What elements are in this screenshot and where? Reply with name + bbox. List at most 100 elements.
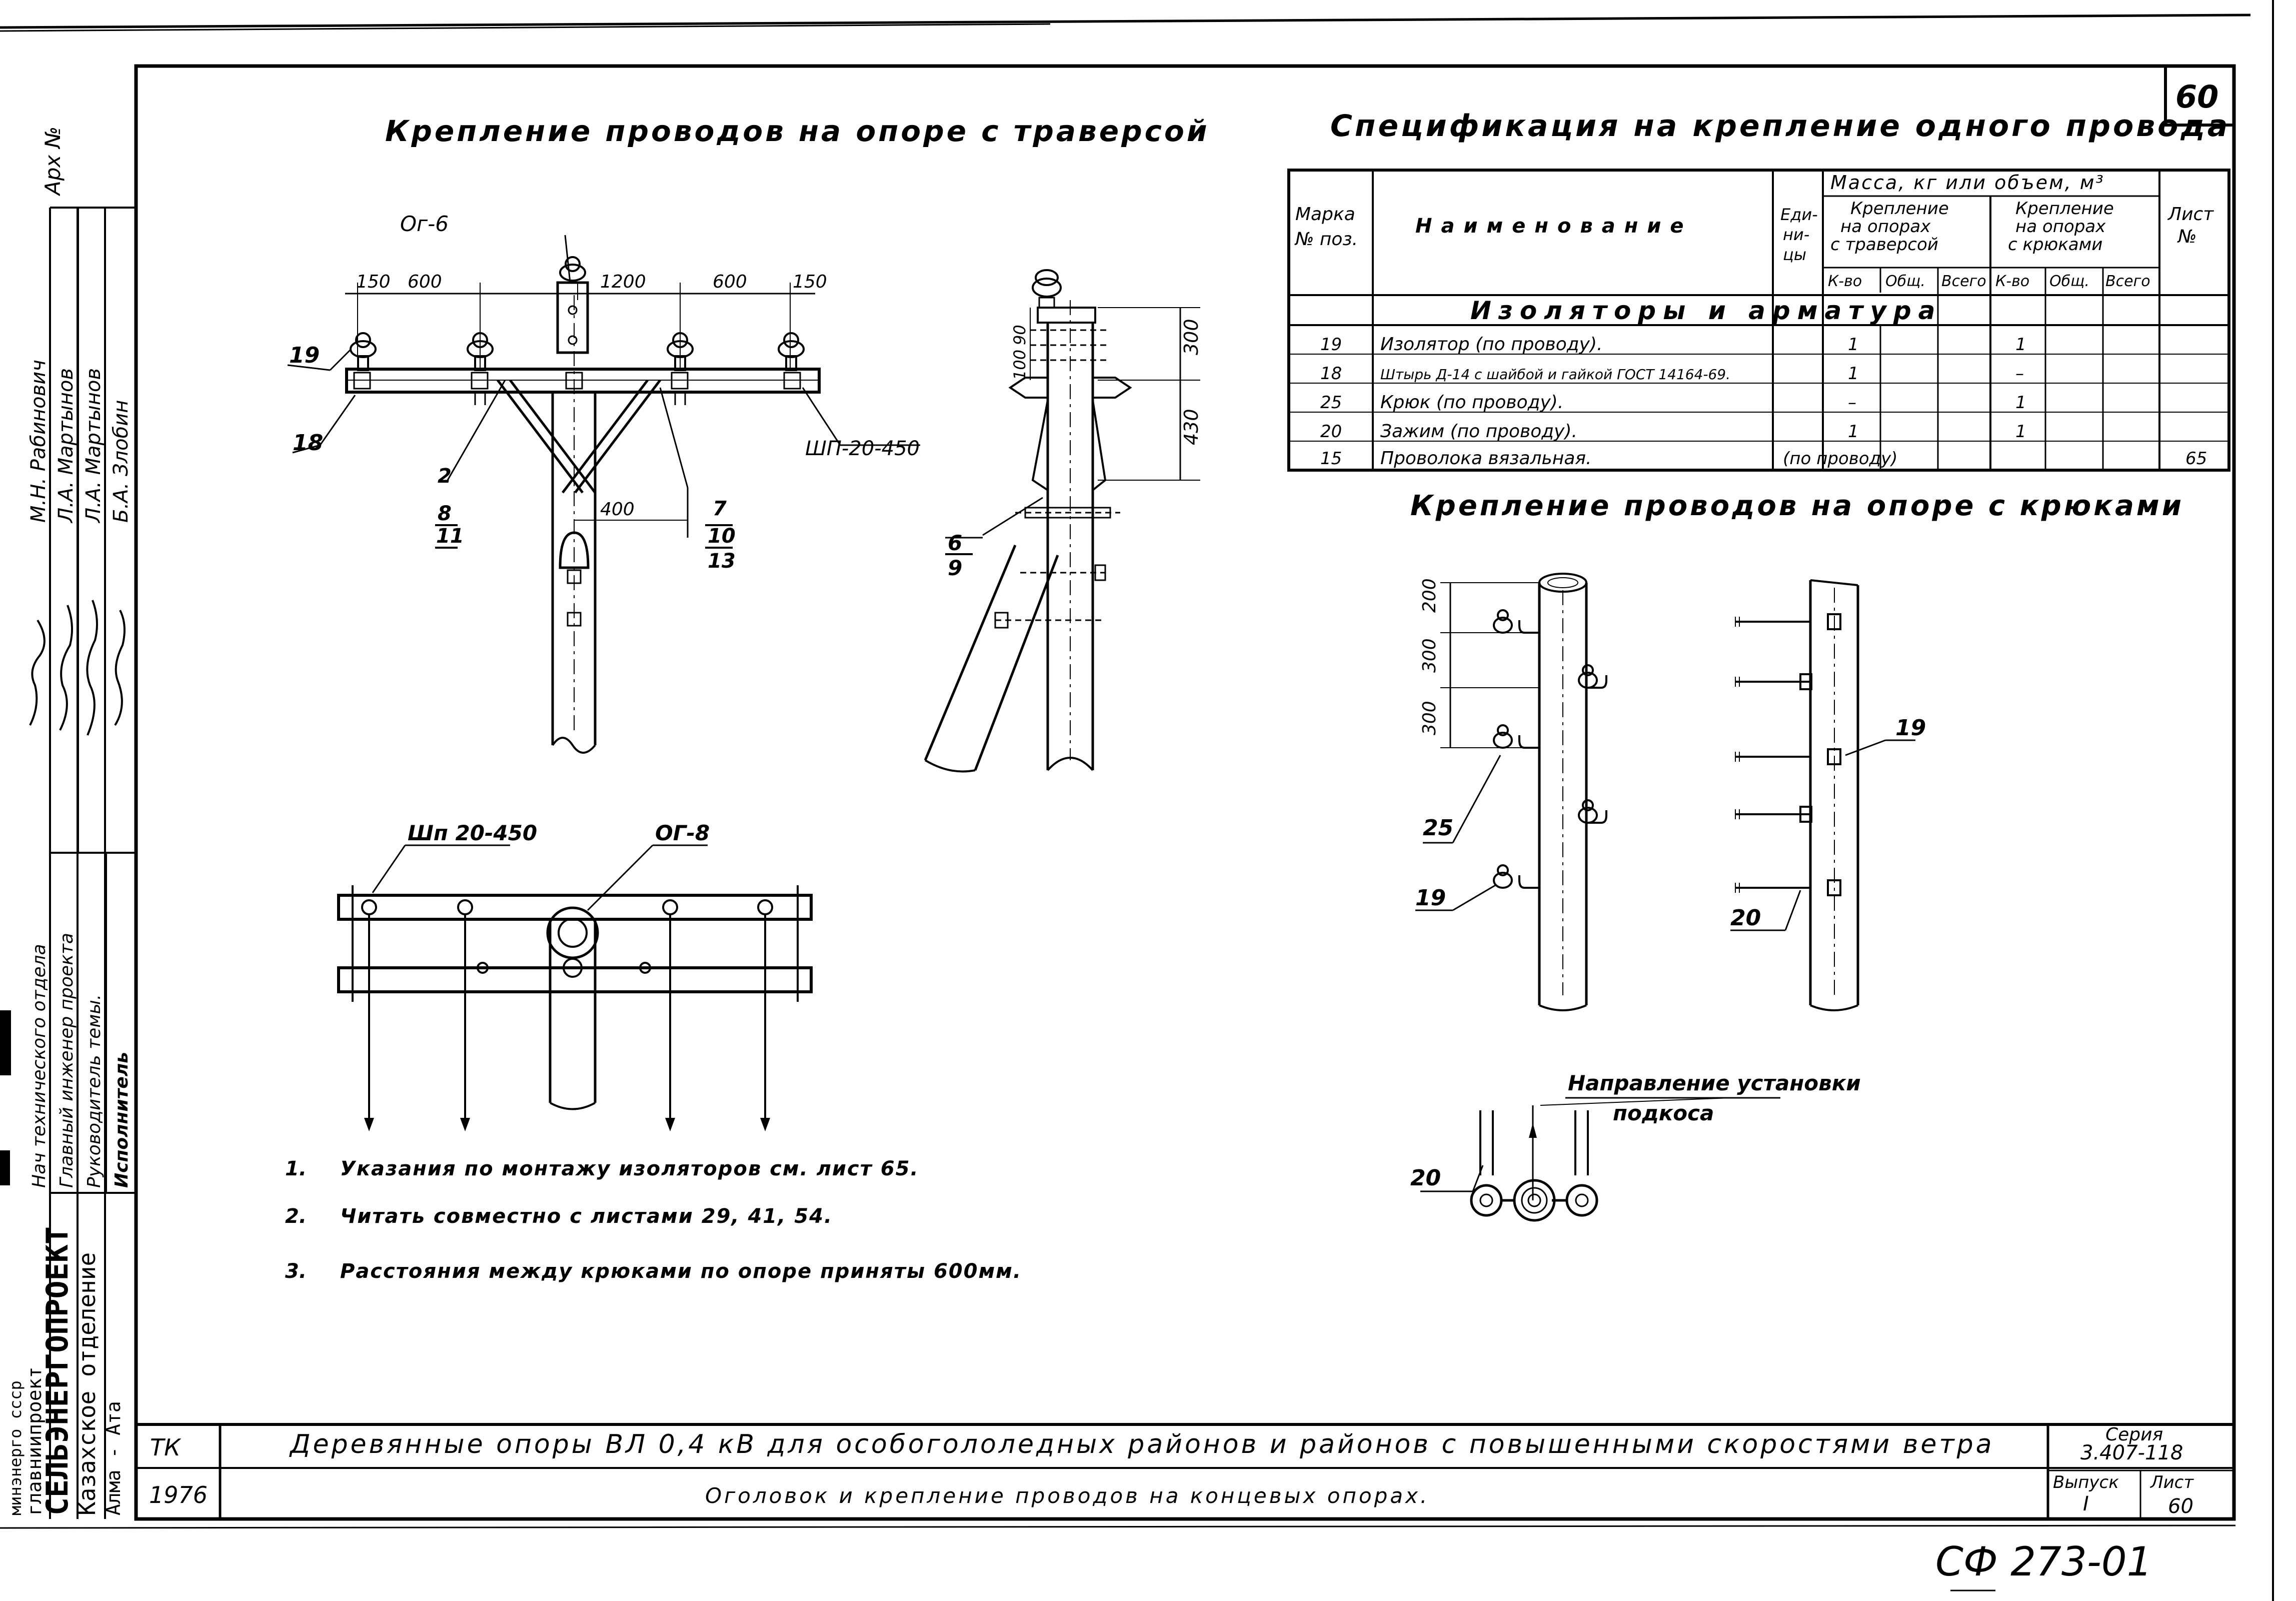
dim-100: 100 bbox=[1010, 350, 1029, 380]
spec-row-trav: 1 bbox=[1848, 335, 1859, 355]
tb-sheet-value: 60 bbox=[2168, 1495, 2193, 1518]
spec-section: Изоляторы и арматура bbox=[1470, 296, 1942, 325]
hooks-callout-19-left: 19 bbox=[1415, 885, 1446, 911]
traverse-plan-view bbox=[337, 844, 813, 1131]
plan-callout-shp: Шп 20-450 bbox=[408, 821, 537, 845]
stamp-role-4: Исполнитель bbox=[112, 1052, 132, 1188]
spec-row-hook: 1 bbox=[2015, 393, 2026, 413]
spec-sub-kvo-1: К-во bbox=[1828, 273, 1862, 290]
org-line-3: СЕЛЬЭНЕРГОПРОЕКТ bbox=[40, 1226, 75, 1515]
stamp-role-1: Нач технического отдела bbox=[29, 944, 50, 1188]
note-num-1: 1. bbox=[285, 1157, 307, 1180]
tb-issue-label: Выпуск bbox=[2053, 1472, 2119, 1492]
sheet-number: 60 bbox=[2175, 79, 2218, 115]
spec-sub-vsego-1: Всего bbox=[1941, 273, 1986, 290]
stamp-name-3: Л.А. Мартынов bbox=[82, 368, 105, 524]
hooks-dim-300b: 300 bbox=[1419, 701, 1440, 735]
spec-sub-obsch-2: Общ. bbox=[2049, 273, 2089, 290]
spec-row-18: 18 Штырь Д-14 с шайбой и гайкой ГОСТ 141… bbox=[1320, 364, 2024, 384]
spec-col-sheet-1: Лист bbox=[2167, 204, 2214, 225]
signatures bbox=[29, 600, 126, 736]
dim-400: 400 bbox=[600, 499, 635, 520]
dim-430: 430 bbox=[1180, 409, 1202, 445]
spec-sub-obsch-1: Общ. bbox=[1885, 273, 1925, 290]
spec-col-mark-1: Марка bbox=[1295, 204, 1355, 225]
spec-row-hook: – bbox=[2015, 364, 2024, 384]
plan-callout-og: ОГ-8 bbox=[655, 821, 710, 845]
edge-mark-2 bbox=[0, 1150, 10, 1185]
hooks-view bbox=[1415, 573, 1915, 1011]
spec-col-mark-2: № поз. bbox=[1294, 229, 1358, 250]
stamp-role-2: Главный инженер проекта bbox=[57, 933, 77, 1188]
hooks-callout-19-right: 19 bbox=[1895, 715, 1926, 741]
title-spec: Спецификация на крепление одного провода bbox=[1330, 109, 2230, 144]
spec-row-mark: 18 bbox=[1320, 364, 1342, 384]
spec-sub-vsego-2: Всего bbox=[2105, 273, 2150, 290]
og-label: Ог-6 bbox=[400, 212, 449, 236]
spec-row-mark: 25 bbox=[1320, 393, 1342, 413]
title-traverse: Крепление проводов на опоре с траверсой bbox=[385, 114, 1209, 148]
stamp-name-2: Л.А. Мартынов bbox=[55, 368, 78, 524]
tb-main-title: Деревянные опоры ВЛ 0,4 кВ для особоголо… bbox=[289, 1429, 1994, 1459]
spec-row-15: 15 Проволока вязальная. (по проводу) 65 bbox=[1320, 448, 2207, 469]
spec-row-name: Крюк (по проводу). bbox=[1380, 392, 1563, 413]
hooks-callout-25: 25 bbox=[1423, 815, 1453, 841]
callout-6: 6 bbox=[948, 531, 962, 555]
side-stamp bbox=[49, 207, 136, 1519]
spec-col-sheet-2: № bbox=[2177, 227, 2196, 247]
callout-9: 9 bbox=[948, 556, 962, 580]
callout-7: 7 bbox=[713, 497, 727, 520]
note-num-3: 3. bbox=[285, 1260, 307, 1283]
edge-mark bbox=[0, 1010, 11, 1075]
traverse-front-view bbox=[287, 235, 920, 754]
note-text-1: Указания по монтажу изоляторов см. лист … bbox=[340, 1157, 919, 1180]
callout-13: 13 bbox=[708, 550, 736, 573]
spec-table-grid bbox=[1287, 169, 2230, 472]
spec-col-hook-2: на опорах bbox=[2015, 217, 2106, 237]
spec-row-trav: 1 bbox=[1848, 422, 1859, 442]
direction-label-2: подкоса bbox=[1613, 1101, 1714, 1125]
spec-col-mass: Масса, кг или объем, м³ bbox=[1830, 172, 2105, 194]
spec-row-name: Штырь Д-14 с шайбой и гайкой ГОСТ 14164-… bbox=[1380, 366, 1730, 383]
note-text-2: Читать совместно с листами 29, 41, 54. bbox=[340, 1205, 833, 1228]
callout-18: 18 bbox=[293, 430, 323, 456]
spec-row-20: 20 Зажим (по проводу). 1 1 bbox=[1320, 421, 2026, 442]
tb-series-label: Серия bbox=[2105, 1424, 2163, 1445]
stamp-name-4: Б.А. Злобин bbox=[110, 400, 133, 523]
org-line-4: Казахское отделение bbox=[74, 1252, 101, 1515]
spec-row-sheet: 65 bbox=[2185, 449, 2207, 469]
spec-col-unit-3: цы bbox=[1783, 245, 1806, 264]
spec-row-unit: (по проводу) bbox=[1783, 449, 1897, 469]
spec-row-name: Зажим (по проводу). bbox=[1380, 421, 1577, 442]
title-hooks: Крепление проводов на опоре с крюками bbox=[1410, 490, 2184, 522]
callout-8: 8 bbox=[438, 502, 452, 525]
dim-600-left: 600 bbox=[408, 272, 442, 292]
spec-row-mark: 15 bbox=[1320, 449, 1342, 469]
note-num-2: 2. bbox=[285, 1205, 307, 1228]
org-line-5: Алма - Ата bbox=[103, 1401, 125, 1515]
note-text-3: Расстояния между крюками по опоре принят… bbox=[340, 1260, 1022, 1283]
spec-row-hook: 1 bbox=[2015, 335, 2026, 355]
org-line-2: главниипроект bbox=[24, 1367, 46, 1515]
callout-2: 2 bbox=[438, 465, 452, 488]
arch-label: Арх № bbox=[41, 127, 65, 197]
spec-col-hook-1: Крепление bbox=[2015, 199, 2114, 219]
tb-sheet-label: Лист bbox=[2149, 1472, 2194, 1492]
callout-shp: ШП-20-450 bbox=[805, 437, 920, 460]
tb-issue-value: I bbox=[2083, 1492, 2089, 1515]
dim-90: 90 bbox=[1010, 325, 1029, 345]
dim-150-left: 150 bbox=[356, 272, 391, 292]
spec-row-25: 25 Крюк (по проводу). – 1 bbox=[1320, 392, 2026, 413]
hooks-dim-300a: 300 bbox=[1419, 638, 1440, 673]
tb-tk: ТК bbox=[150, 1434, 182, 1461]
hooks-dim-200: 200 bbox=[1419, 578, 1440, 613]
spec-row-name: Изолятор (по проводу). bbox=[1380, 334, 1602, 355]
direction-sketch bbox=[1420, 1097, 1780, 1222]
spec-col-trav-1: Крепление bbox=[1850, 199, 1949, 219]
spec-col-hook-3: с крюками bbox=[2008, 235, 2102, 255]
dim-1200: 1200 bbox=[600, 272, 646, 292]
stamp-role-3: Руководитель темы. bbox=[84, 994, 105, 1188]
direction-label-1: Направление установки bbox=[1568, 1071, 1861, 1095]
callout-19: 19 bbox=[289, 343, 320, 368]
